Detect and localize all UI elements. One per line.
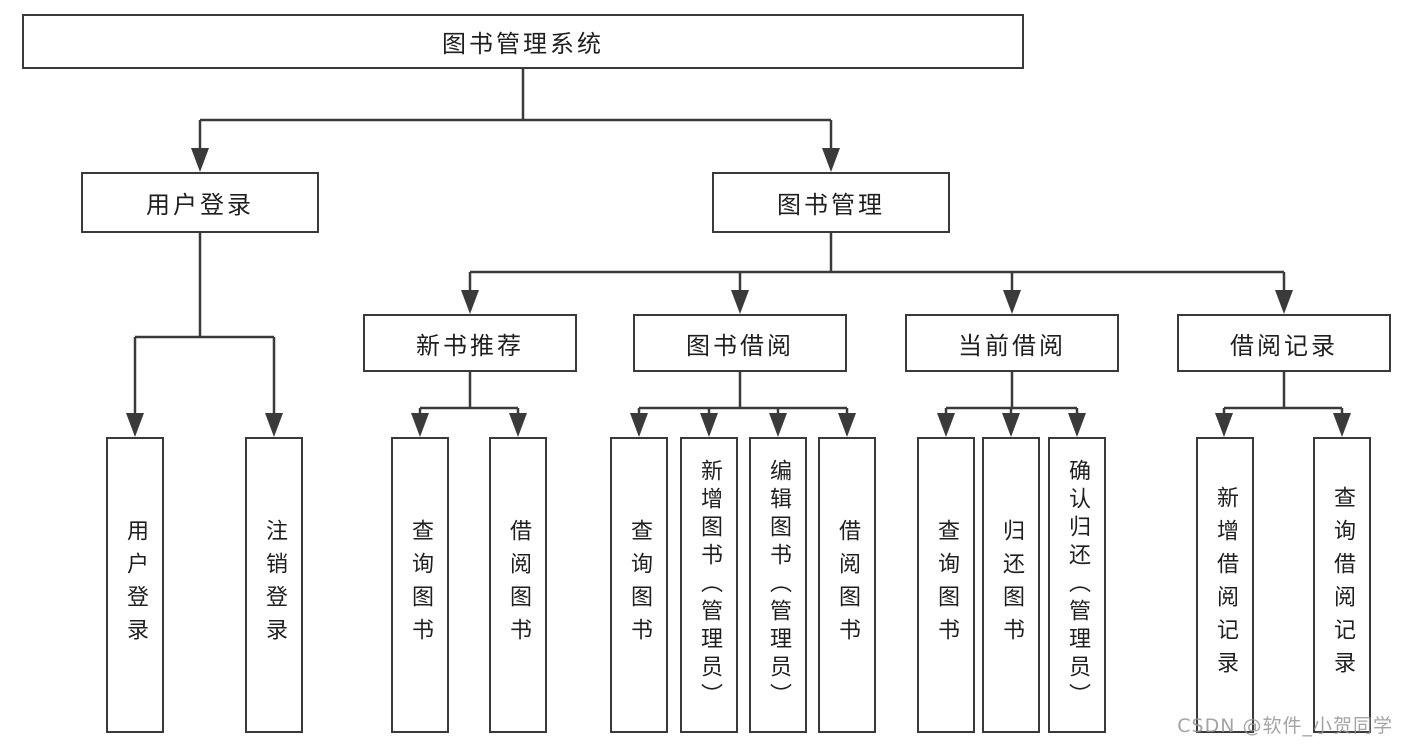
node-book-borrowing: 图书借阅 [633, 314, 847, 372]
leaf-label: 用户登录 [123, 519, 148, 651]
leaf-edit-books-admin: 编辑图书（管理员） [749, 437, 807, 733]
leaf-label: 查询图书 [934, 519, 959, 651]
node-new-book-recommendation: 新书推荐 [363, 314, 577, 372]
leaf-label: 新增借阅记录 [1213, 486, 1238, 684]
csdn-watermark: CSDN @软件_小贺同学 [1177, 715, 1393, 737]
leaf-add-books-admin: 新增图书（管理员） [680, 437, 738, 733]
leaf-label: 借阅图书 [506, 519, 531, 651]
leaf-label: 新增图书（管理员） [697, 459, 722, 711]
node-user-login-branch: 用户登录 [81, 172, 319, 233]
node-book-management-branch: 图书管理 [712, 172, 950, 233]
leaf-label: 查询借阅记录 [1330, 486, 1355, 684]
node-label: 用户登录 [146, 191, 254, 219]
leaf-logout: 注销登录 [245, 437, 303, 733]
leaf-label: 查询图书 [408, 519, 433, 651]
node-root-label: 图书管理系统 [442, 30, 604, 58]
leaf-borrow-books-borrowing: 借阅图书 [818, 437, 876, 733]
node-label: 图书借阅 [686, 331, 794, 360]
leaf-label: 编辑图书（管理员） [766, 459, 791, 711]
node-label: 借阅记录 [1230, 331, 1338, 360]
leaf-return-books: 归还图书 [982, 437, 1040, 733]
leaf-query-books-recommend: 查询图书 [391, 437, 449, 733]
leaf-label: 确认归还（管理员） [1065, 459, 1090, 711]
leaf-add-borrow-record: 新增借阅记录 [1196, 437, 1254, 733]
leaf-query-books-borrowing: 查询图书 [610, 437, 668, 733]
node-borrowing-records: 借阅记录 [1177, 314, 1391, 372]
leaf-confirm-return-admin: 确认归还（管理员） [1048, 437, 1106, 733]
leaf-user-login: 用户登录 [106, 437, 164, 733]
node-root-system: 图书管理系统 [22, 14, 1024, 69]
node-current-borrowing: 当前借阅 [905, 314, 1119, 372]
leaf-label: 查询图书 [627, 519, 652, 651]
leaf-query-borrow-record: 查询借阅记录 [1313, 437, 1371, 733]
leaf-query-books-current: 查询图书 [917, 437, 975, 733]
leaf-label: 借阅图书 [835, 519, 860, 651]
node-label: 新书推荐 [416, 331, 524, 360]
leaf-label: 注销登录 [262, 519, 287, 651]
node-label: 当前借阅 [958, 331, 1066, 360]
node-label: 图书管理 [777, 191, 885, 219]
leaf-borrow-books-recommend: 借阅图书 [489, 437, 547, 733]
leaf-label: 归还图书 [999, 519, 1024, 651]
